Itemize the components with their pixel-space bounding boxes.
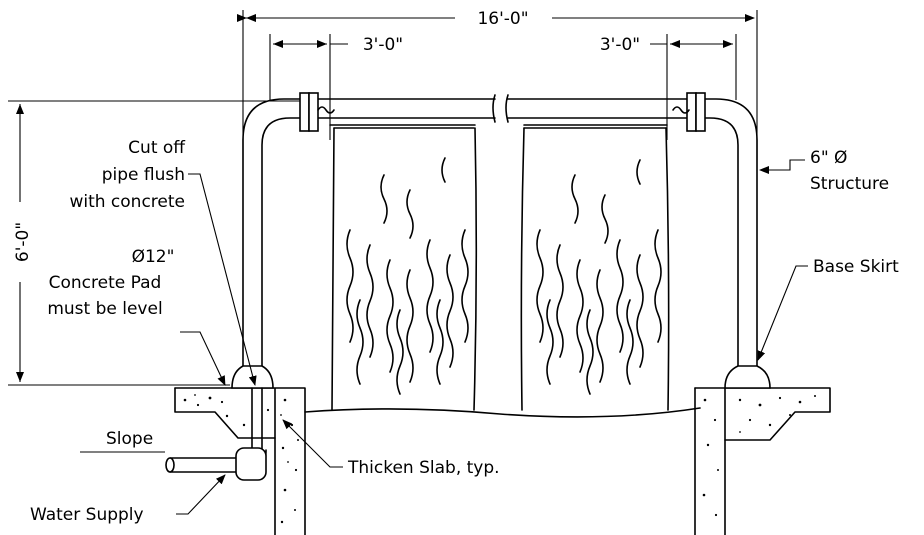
label-structure: 6" Ø Structure	[759, 148, 889, 194]
slope-text: Slope	[106, 429, 153, 449]
label-cut-off: Cut off pipe flush with concrete	[69, 138, 257, 386]
dimension-left-offset: 3'-0"	[269, 34, 403, 140]
cut-off-line-1: Cut off	[128, 138, 186, 158]
water-curtain-left	[331, 127, 478, 411]
dimension-overall-width: 16'-0"	[237, 9, 758, 160]
base-skirt-text: Base Skirt	[813, 257, 899, 277]
label-base-skirt: Base Skirt	[757, 257, 899, 361]
label-concrete-pad: Ø12" Concrete Pad must be level	[47, 247, 226, 386]
concrete-pad-line-1: Ø12"	[132, 247, 175, 267]
thicken-slab-text: Thicken Slab, typ.	[347, 458, 500, 478]
right-concrete-pad	[694, 365, 831, 535]
water-curtain-right	[520, 127, 670, 411]
dimension-left-text: 3'-0"	[363, 35, 403, 55]
concrete-pad-line-3: must be level	[47, 299, 162, 319]
water-supply-pipe	[165, 447, 267, 481]
label-thicken-slab: Thicken Slab, typ.	[282, 419, 500, 478]
ground-line	[304, 407, 701, 418]
dimension-overall-text: 16'-0"	[477, 9, 528, 29]
dimension-height: 6'-0"	[8, 100, 300, 386]
structure-line-1: 6" Ø	[810, 148, 847, 168]
pipe-frame	[242, 92, 758, 371]
label-slope: Slope	[80, 429, 165, 453]
concrete-pad-line-2: Concrete Pad	[49, 273, 162, 293]
structure-line-2: Structure	[810, 174, 889, 194]
dimension-right-offset: 3'-0"	[600, 34, 737, 140]
cut-off-line-3: with concrete	[69, 192, 185, 212]
label-water-supply: Water Supply	[30, 474, 226, 525]
dimension-height-text: 6'-0"	[13, 222, 33, 262]
dimension-right-text: 3'-0"	[600, 35, 640, 55]
cut-off-line-2: pipe flush	[102, 165, 185, 185]
water-supply-text: Water Supply	[30, 505, 144, 525]
